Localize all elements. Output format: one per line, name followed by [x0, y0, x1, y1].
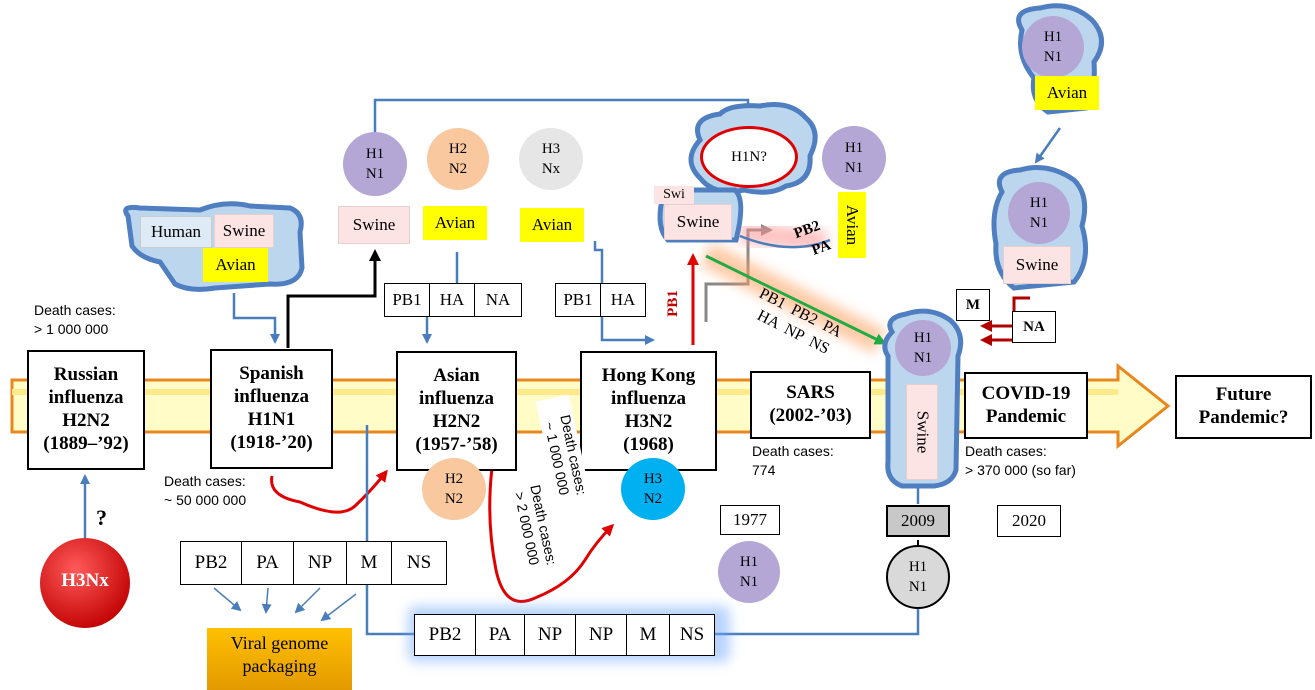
h2n2-circle-asian: H2 N2	[422, 458, 486, 520]
gene-na-right: NA	[1012, 311, 1056, 343]
year-2020: 2020	[997, 505, 1061, 537]
h3nx-red-label: H3Nx	[61, 570, 109, 591]
host-human: Human	[140, 216, 212, 248]
spanish-death-cases: Death cases: ~ 50 000 000	[164, 473, 247, 508]
h3nx-red-ball	[40, 538, 130, 628]
gene-pb1-asian: PB1	[384, 283, 430, 317]
h1n1-circle-swine-right: H1 N1	[1008, 182, 1070, 244]
host-swine-vertical: Swine	[906, 384, 938, 480]
gene-na-asian: NA	[474, 283, 522, 317]
spanish-influenza-box: Spanish influenza H1N1 (1918-’20)	[210, 349, 333, 469]
host-swine-reservoir: Swine	[214, 214, 274, 248]
asian-influenza-box: Asian influenza H2N2 (1957-’58)	[396, 351, 517, 471]
host-swine-top: Swine	[338, 206, 410, 244]
gene-pa-spanish: PA	[241, 541, 294, 585]
gene-pb2-spanish: PB2	[180, 541, 242, 585]
gene-np-spanish: NP	[293, 541, 347, 585]
host-avian-top-right: Avian	[1035, 76, 1099, 110]
h1n1-circle-avian-top: H1 N1	[1022, 16, 1084, 78]
packaging-box	[207, 628, 352, 690]
future-pandemic-box: Future Pandemic?	[1175, 375, 1312, 439]
h1n1-circle-2009: H1 N1	[908, 558, 928, 595]
avian-vertical-text: Avian	[843, 204, 863, 246]
gene-pb2-bottom: PB2	[414, 614, 476, 656]
host-swine-right: Swine	[1003, 246, 1071, 284]
h3n2-circle-hk: H3 N2	[621, 458, 685, 520]
gene-ns-bottom: NS	[669, 614, 715, 656]
gene-pa-bottom: PA	[475, 614, 525, 656]
gene-np1-bottom: NP	[524, 614, 576, 656]
host-swine-partial: Swi	[654, 186, 694, 204]
gene-m-bottom: M	[626, 614, 670, 656]
year-2009: 2009	[886, 505, 950, 537]
hongkong-influenza-box: Hong Kong influenza H3N2 (1968)	[580, 351, 717, 471]
gene-ha-asian: HA	[429, 283, 475, 317]
host-avian-h3nx: Avian	[520, 208, 584, 242]
russian-death-cases: Death cases: > 1 000 000	[34, 302, 116, 337]
year-1977: 1977	[720, 505, 780, 535]
host-avian-reservoir: Avian	[203, 248, 268, 282]
h2n2-circle-top: H2 N2	[427, 128, 489, 190]
gene-ns-spanish: NS	[391, 541, 447, 585]
gene-ha-hk: HA	[600, 283, 646, 317]
sars-box: SARS (2002-’03)	[750, 371, 871, 439]
host-avian-vertical: Avian	[838, 192, 866, 258]
h1n1-circle-avian-right: H1 N1	[822, 126, 886, 190]
h1n-unknown-ellipse: H1N?	[700, 126, 798, 188]
gene-m-spanish: M	[346, 541, 392, 585]
russian-influenza-box: Russian influenza H2N2 (1889–’92)	[27, 350, 145, 470]
pb1-red-label: PB1	[664, 290, 681, 317]
h1n1-circle-top: H1 N1	[343, 132, 407, 196]
host-swine-hongkong: Swine	[664, 204, 732, 240]
host-avian-h2n2: Avian	[423, 206, 487, 240]
packaging-label: Viral genome packaging	[230, 633, 329, 677]
h1n1-circle-1977: H1 N1	[718, 541, 780, 603]
covid-death-cases: Death cases: > 370 000 (so far)	[965, 443, 1076, 478]
sars-death-cases: Death cases: 774	[752, 443, 834, 478]
h1n1-circle-2009-cloud: H1 N1	[895, 320, 951, 376]
gene-pb1-hk: PB1	[555, 283, 601, 317]
gene-np2-bottom: NP	[575, 614, 627, 656]
swine-vertical-text: Swine	[913, 410, 932, 454]
question-mark: ?	[96, 505, 107, 530]
covid-pandemic-box: COVID-19 Pandemic	[964, 372, 1088, 439]
h3nx-circle: H3 Nx	[519, 128, 583, 190]
gene-m-right: M	[956, 289, 990, 321]
